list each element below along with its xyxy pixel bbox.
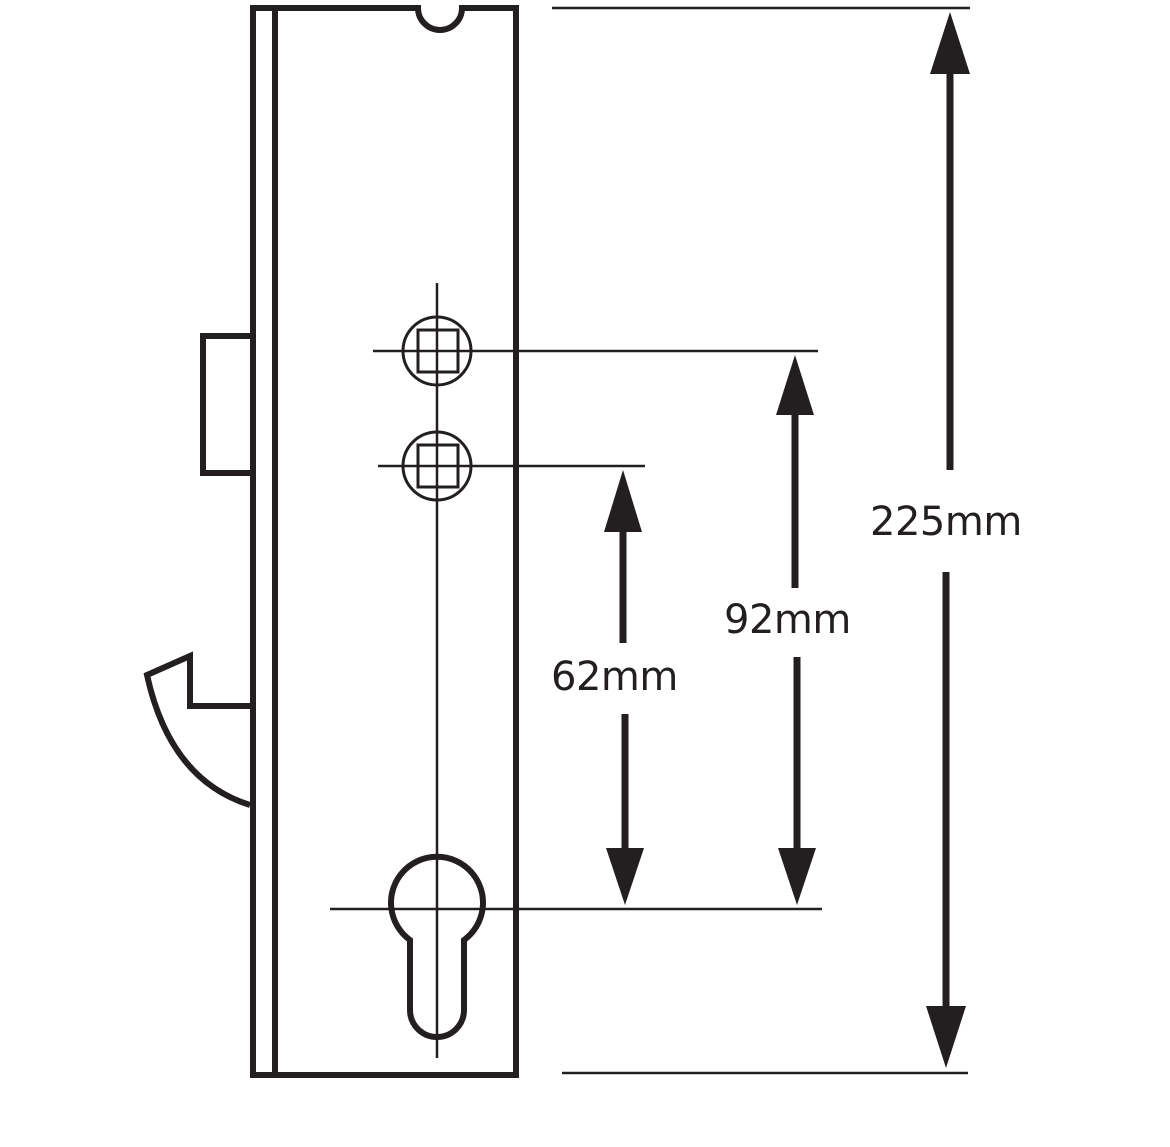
dimension-92mm-arrow [791,410,801,852]
hook-latch [143,651,251,808]
dimension-225mm-arrow [942,70,954,1008]
dimension-62mm-arrow [619,530,629,852]
dimension-label-225mm: 225mm [868,499,1024,545]
arrowhead-down-225 [926,1006,966,1068]
arrowhead-down-92 [778,848,816,905]
deadbolt [200,333,250,476]
arrowhead-up-225 [930,12,970,74]
dimension-label-62mm: 62mm [549,654,680,700]
faceplate [250,5,278,1078]
dimension-label-92mm: 92mm [722,597,853,643]
lock-case-body [275,5,519,1078]
arrowhead-down-62 [606,848,644,905]
arrowhead-up-62 [604,470,642,532]
euro-cylinder-cutout [388,853,486,1040]
arrowhead-up-92 [776,355,814,415]
